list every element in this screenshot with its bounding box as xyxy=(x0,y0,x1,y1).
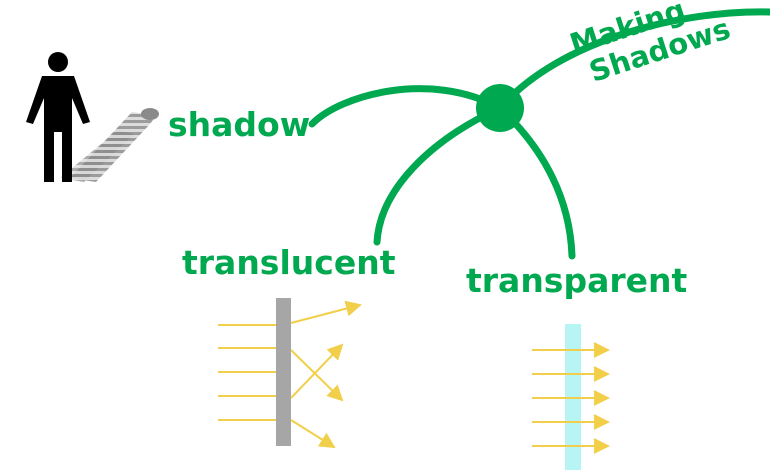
branch-shadow xyxy=(308,85,504,128)
translucent-scattered-rays xyxy=(290,300,362,449)
translucent-panel-icon xyxy=(276,298,291,446)
light-ray-arrow-icon xyxy=(290,343,344,399)
central-node xyxy=(476,84,524,132)
light-ray-arrow-icon xyxy=(290,419,336,449)
translucent-label: translucent xyxy=(182,243,396,282)
branch-title xyxy=(496,8,770,112)
person-shadow-icon xyxy=(60,108,159,182)
branch-translucent xyxy=(373,104,504,246)
transparent-label: transparent xyxy=(466,261,688,300)
branch-transparent xyxy=(496,104,576,260)
translucent-illustration xyxy=(218,298,362,449)
light-ray-arrow-icon xyxy=(290,300,362,324)
shadow-label: shadow xyxy=(168,105,311,144)
translucent-incoming-rays xyxy=(218,324,278,421)
transparent-illustration xyxy=(532,324,610,470)
person-icon xyxy=(26,52,90,182)
light-ray-arrow-icon xyxy=(290,349,344,402)
transparent-rays xyxy=(532,342,610,454)
